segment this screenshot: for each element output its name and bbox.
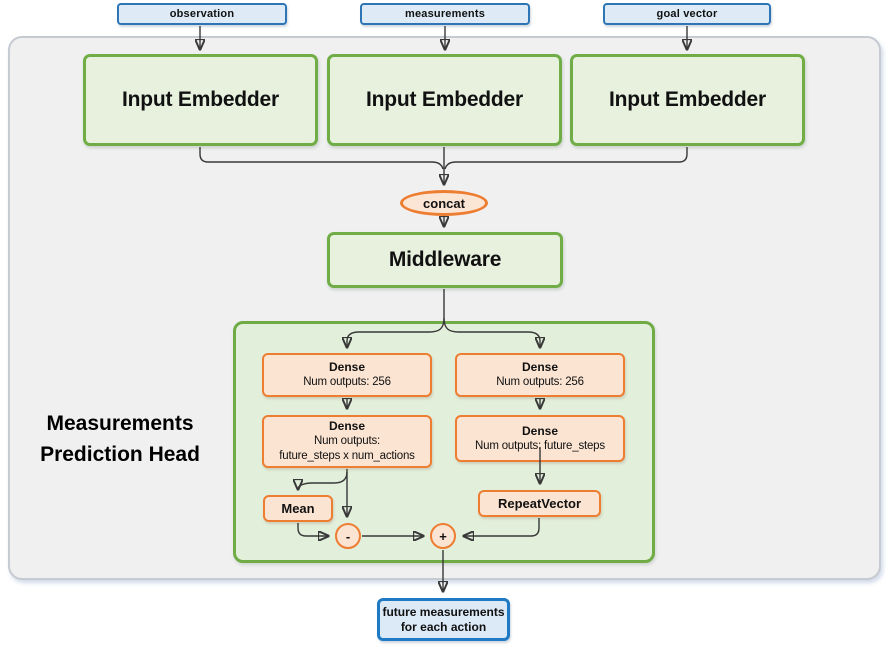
mean-box: Mean [263,495,333,522]
dense-left-1-detail: Num outputs: 256 [303,376,391,388]
input-box-measurements: measurements [360,3,530,25]
subtract-node: - [335,523,361,549]
input-embedder-label-3: Input Embedder [608,88,767,111]
repeat-vector-label: RepeatVector [497,496,582,511]
input-embedder-box-2: Input Embedder [327,54,562,146]
dense-right-1: Dense Num outputs: 256 [455,353,625,397]
output-label-line2: for each action [400,619,487,634]
concat-label: concat [423,195,465,211]
mean-label: Mean [281,501,315,516]
dense-left-1-title: Dense [328,360,366,374]
concat-node: concat [400,190,488,216]
dense-right-2-detail: Num outputs: future_steps [475,439,605,452]
add-node: + [430,523,456,549]
dense-right-1-title: Dense [521,360,559,374]
dense-right-2-title: Dense [521,423,559,438]
input-embedder-box-1: Input Embedder [83,54,318,146]
dense-right-2: Dense Num outputs: future_steps [455,415,625,462]
input-embedder-label-2: Input Embedder [365,88,524,111]
prediction-head-title-line1: Measurements [46,412,194,435]
dense-left-1: Dense Num outputs: 256 [262,353,432,397]
add-label: + [439,528,447,544]
input-embedder-label-1: Input Embedder [121,88,280,111]
subtract-label: - [345,528,351,544]
output-label-line1: future measurements [382,604,505,619]
input-label-goal-vector: goal vector [656,8,718,20]
dense-right-1-detail: Num outputs: 256 [496,376,584,388]
input-box-goal-vector: goal vector [603,3,771,25]
input-label-measurements: measurements [404,8,486,20]
dense-left-2-detail-line2: future_steps x num_actions [279,450,415,462]
prediction-head-title: Measurements Prediction Head [18,408,222,470]
output-box: future measurements for each action [377,598,510,641]
input-embedder-box-3: Input Embedder [570,54,805,146]
dense-left-2-detail-line1: Num outputs: [314,435,380,447]
input-label-observation: observation [169,8,235,20]
middleware-label: Middleware [388,248,502,271]
repeat-vector-box: RepeatVector [478,490,601,517]
dense-left-2-title: Dense [328,419,366,433]
dense-left-2: Dense Num outputs: future_steps x num_ac… [262,415,432,468]
prediction-head-title-line2: Prediction Head [40,443,200,466]
input-box-observation: observation [117,3,287,25]
middleware-box: Middleware [327,232,563,288]
